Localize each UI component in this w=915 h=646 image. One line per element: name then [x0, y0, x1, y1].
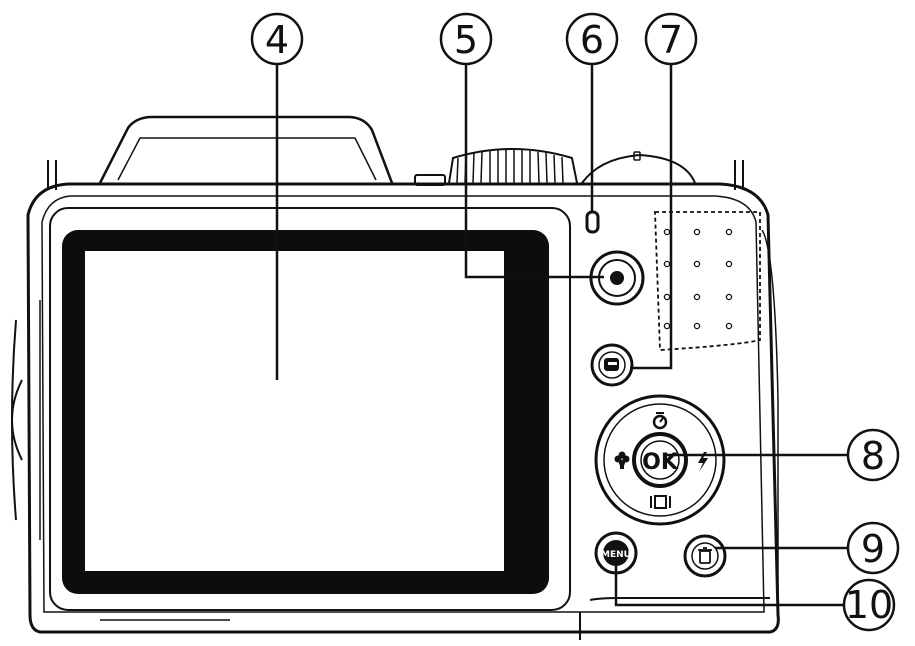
playback-button[interactable] — [590, 343, 634, 387]
menu-button[interactable]: MENU — [594, 531, 638, 575]
self-timer-icon — [652, 412, 668, 430]
leader-7 — [630, 60, 673, 370]
macro-flower-icon — [614, 451, 630, 469]
callout-9: 9 — [846, 521, 900, 575]
viewfinder-inner — [117, 137, 377, 181]
menu-button-label: MENU — [601, 550, 631, 560]
leader-5 — [464, 60, 604, 279]
callout-4: 4 — [250, 12, 304, 66]
svg-text:5: 5 — [454, 18, 478, 62]
callout-6: 6 — [565, 12, 619, 66]
side-port — [11, 379, 23, 461]
callout-8: 8 — [846, 428, 900, 482]
leader-10 — [614, 565, 843, 607]
power-indicator — [633, 151, 641, 161]
right-edge — [761, 229, 779, 600]
lcd-screen-display — [85, 251, 504, 571]
svg-text:4: 4 — [265, 18, 289, 62]
callout-5: 5 — [439, 12, 493, 66]
mode-dial — [448, 148, 578, 184]
svg-text:7: 7 — [659, 18, 683, 62]
display-mode-icon — [650, 495, 671, 509]
zoom-ring — [581, 153, 696, 184]
callout-7: 7 — [644, 12, 698, 66]
svg-text:10: 10 — [845, 583, 893, 627]
speaker-grille — [654, 211, 761, 351]
callout-10: 10 — [842, 578, 896, 632]
camera-body-inner — [41, 195, 765, 613]
status-led — [585, 210, 600, 234]
svg-text:6: 6 — [580, 18, 604, 62]
delete-button[interactable] — [683, 534, 727, 578]
camera-body — [26, 182, 780, 634]
svg-text:9: 9 — [861, 527, 885, 571]
flash-bolt-icon — [698, 452, 708, 472]
speaker-holes — [663, 228, 733, 330]
svg-text:8: 8 — [861, 434, 885, 478]
viewfinder-hump — [98, 115, 394, 184]
leader-lines — [275, 60, 847, 607]
bottom-panel — [589, 597, 770, 601]
navigation-dpad[interactable]: OK — [594, 394, 726, 526]
trash-icon — [698, 547, 712, 564]
